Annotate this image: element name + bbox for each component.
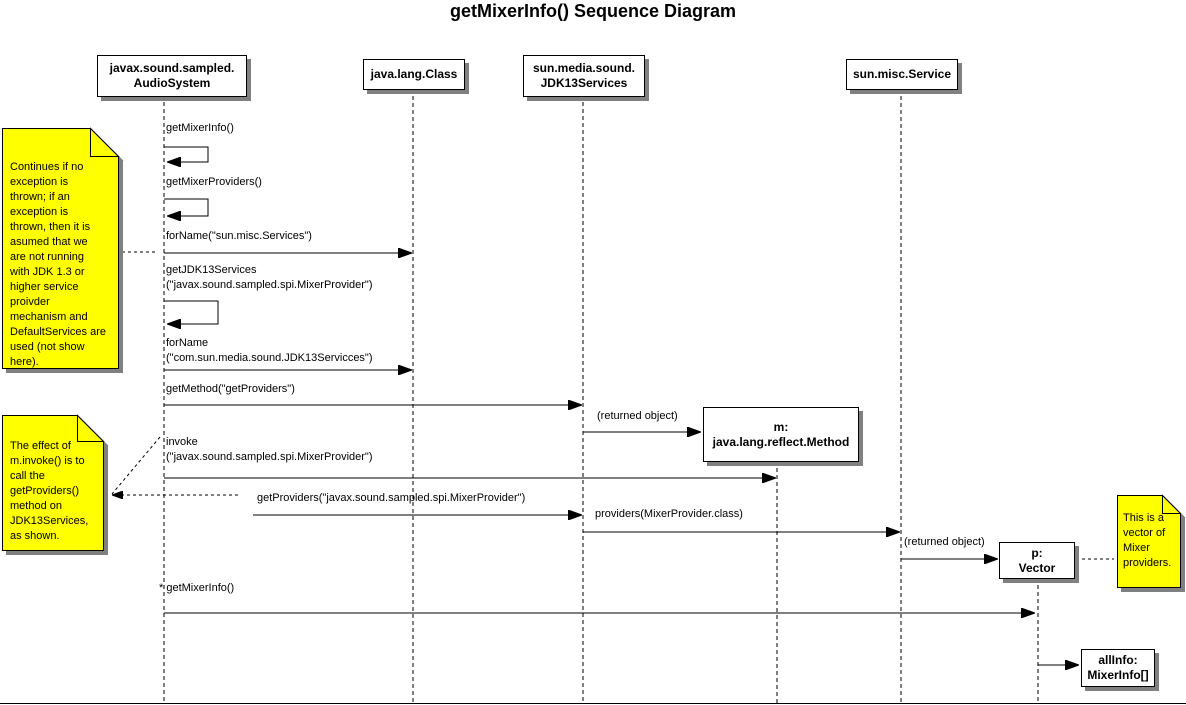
object-allinfo: allInfo: MixerInfo[] xyxy=(1081,649,1155,687)
note-vector: This is a vector of Mixer providers. xyxy=(1117,494,1182,588)
participant-service-label: sun.misc.Service xyxy=(852,67,952,81)
message-label-getmethod: getMethod("getProviders") xyxy=(166,383,295,395)
message-label-returned-object-vector: (returned object) xyxy=(904,536,985,548)
message-label-star-getmixerinfo: * getMixerInfo() xyxy=(159,582,235,594)
note-continues-shape xyxy=(2,127,120,369)
object-allinfo-label: allInfo: MixerInfo[] xyxy=(1087,653,1149,682)
message-label-getproviders: getProviders("javax.sound.sampled.spi.Mi… xyxy=(257,492,526,504)
note-vector-text: This is a vector of Mixer providers. xyxy=(1123,512,1172,569)
message-label-forname-jdk13servicces: forName ("com.sun.media.sound.JDK13Servi… xyxy=(166,337,373,364)
note-vector-shape xyxy=(1117,494,1182,588)
participant-jdk13services-label: sun.media.sound. JDK13Services xyxy=(532,61,635,90)
message-label-providers-class: providers(MixerProvider.class) xyxy=(595,508,743,520)
message-label-forname-services: forName("sun.misc.Services") xyxy=(166,230,312,242)
selfcall-getmixerinfo xyxy=(164,146,209,162)
object-vector: p: Vector xyxy=(999,542,1075,579)
note-fold-icon xyxy=(90,127,120,157)
note-continues: Continues if no exception is thrown; if … xyxy=(2,127,120,369)
participant-class-label: java.lang.Class xyxy=(370,67,458,81)
object-method: m: java.lang.reflect.Method xyxy=(703,407,859,462)
note-invoke-effect-text: The effect of m.invoke() is to call the … xyxy=(10,440,89,542)
participant-audiosystem: javax.sound.sampled. AudioSystem xyxy=(97,55,247,97)
participant-service: sun.misc.Service xyxy=(846,59,958,90)
object-vector-label: p: Vector xyxy=(1018,545,1056,575)
message-label-returned-object-method: (returned object) xyxy=(597,410,678,422)
note-connector-invoke-diagonal xyxy=(111,436,161,495)
message-label-getmixerinfo: getMixerInfo() xyxy=(166,122,234,134)
diagram-title: getMixerInfo() Sequence Diagram xyxy=(449,1,737,21)
participant-audiosystem-label: javax.sound.sampled. AudioSystem xyxy=(109,61,235,90)
participant-jdk13services: sun.media.sound. JDK13Services xyxy=(523,55,645,97)
message-label-getmixerproviders: getMixerProviders() xyxy=(166,176,262,188)
object-method-label: m: java.lang.reflect.Method xyxy=(712,419,850,449)
note-continues-text: Continues if no exception is thrown; if … xyxy=(10,161,106,368)
message-label-invoke: invoke ("javax.sound.sampled.spi.MixerPr… xyxy=(166,436,373,463)
message-label-getjdk13services: getJDK13Services ("javax.sound.sampled.s… xyxy=(166,264,373,291)
note-fold-icon xyxy=(1162,494,1182,514)
participant-class: java.lang.Class xyxy=(363,59,465,90)
selfcall-getmixerproviders xyxy=(164,198,209,216)
note-fold-icon xyxy=(77,414,105,442)
note-invoke-effect: The effect of m.invoke() is to call the … xyxy=(2,414,105,551)
note-invoke-effect-shape xyxy=(2,414,105,551)
selfcall-getjdk13services xyxy=(164,300,219,324)
